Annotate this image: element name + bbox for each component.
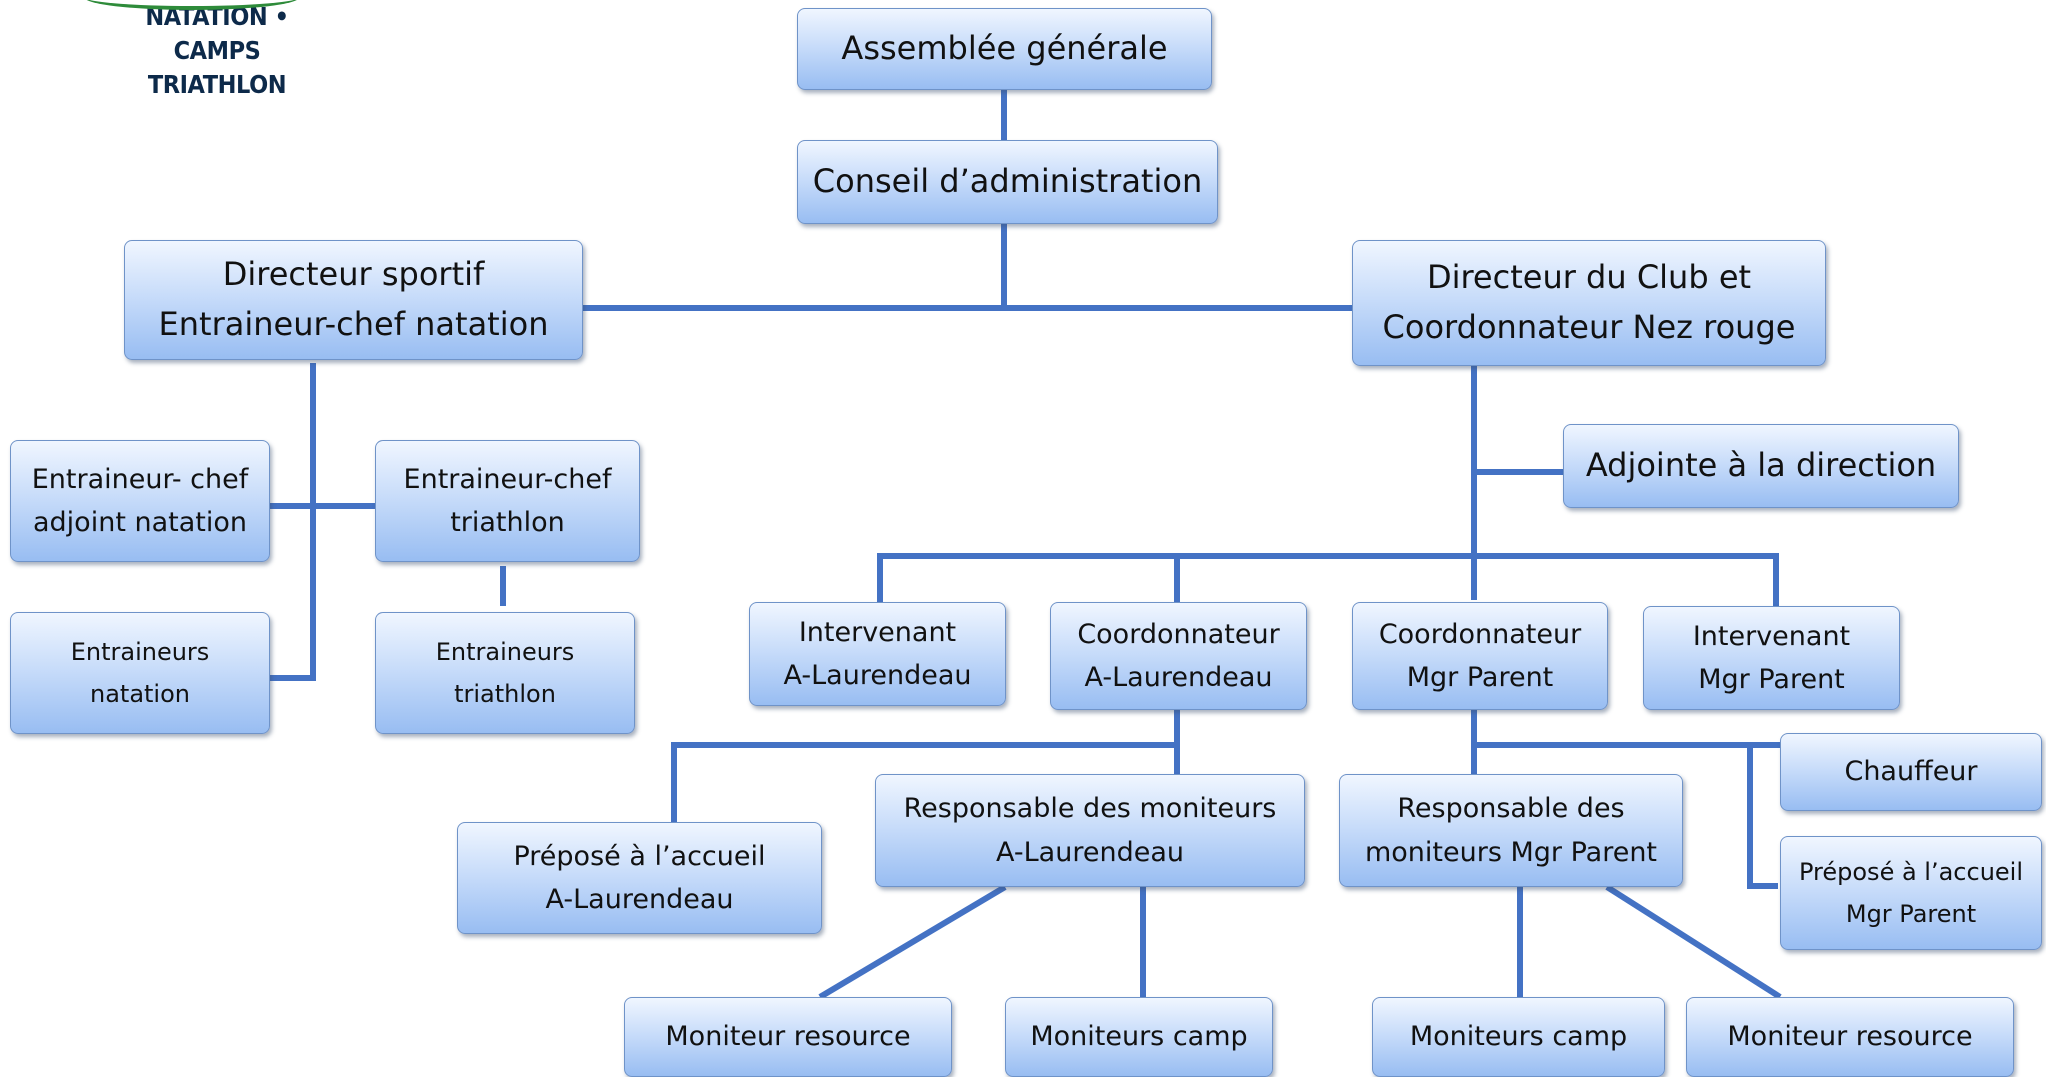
node-label-line-1: Entraineurs [70,638,210,666]
node-label-line-1: Responsable des [1397,793,1625,825]
node-label: Conseil d’administration [812,162,1203,201]
node-label-line-2: triathlon [450,507,565,538]
node-label-line-1: Entraineurs [435,638,575,666]
node-moniteur-resource-a-laurendeau: Moniteur resource [624,997,952,1077]
node-label-line-1: Préposé à l’accueil [513,840,766,872]
node-label: Chauffeur [1844,756,1978,788]
node-entraineurs-natation: Entraineurs natation [10,612,270,734]
node-responsable-moniteurs-mgr-parent: Responsable des moniteurs Mgr Parent [1339,774,1683,887]
node-label: Moniteurs camp [1409,1021,1628,1053]
node-entraineur-chef-triathlon: Entraineur-chef triathlon [375,440,640,562]
node-coordonnateur-a-laurendeau: Coordonnateur A-Laurendeau [1050,602,1307,710]
club-logo: NATATION • CAMPS TRIATHLON [83,0,334,99]
node-adjointe-direction: Adjointe à la direction [1563,424,1959,508]
connector-line [818,884,1007,1000]
node-label-line-2: triathlon [454,680,556,708]
node-intervenant-a-laurendeau: Intervenant A-Laurendeau [749,602,1006,706]
node-prepose-accueil-mgr-parent: Préposé à l’accueil Mgr Parent [1780,836,2042,950]
node-directeur-sportif: Directeur sportif Entraineur-chef natati… [124,240,583,360]
node-label-line-2: A-Laurendeau [545,884,734,915]
node-label: Adjointe à la direction [1585,446,1937,485]
node-label-line-1: Responsable des moniteurs [903,793,1277,825]
node-label-line-1: Coordonnateur [1077,618,1280,650]
node-label-line-2: Mgr Parent [1406,662,1554,693]
node-conseil-administration: Conseil d’administration [797,140,1218,224]
node-label-line-2: A-Laurendeau [996,836,1184,868]
node-label-line-2: Entraineur-chef natation [158,305,549,343]
node-label-line-1: Directeur du Club et [1426,258,1752,297]
node-label-line-2: moniteurs Mgr Parent [1364,836,1658,868]
connector-line [1747,745,1778,889]
node-moniteurs-camp-mgr-parent: Moniteurs camp [1372,997,1665,1077]
node-label: Moniteurs camp [1030,1021,1248,1053]
node-assemblee-generale: Assemblée générale [797,8,1212,90]
connector-line [1605,884,1782,1000]
logo-line-1: NATATION • CAMPS [145,2,289,65]
node-label-line-2: A-Laurendeau [1084,662,1273,693]
connector-line [671,708,1180,822]
node-label-line-1: Intervenant [1692,620,1851,652]
node-label-line-2: A-Laurendeau [783,660,972,691]
node-directeur-club: Directeur du Club et Coordonnateur Nez r… [1352,240,1826,366]
node-label-line-2: Coordonnateur Nez rouge [1382,308,1796,346]
node-label-line-2: Mgr Parent [1845,900,1977,928]
node-responsable-moniteurs-a-laurendeau: Responsable des moniteurs A-Laurendeau [875,774,1305,887]
logo-line-2: TRIATHLON [147,70,287,99]
node-label-line-1: Directeur sportif [222,255,485,294]
connector-line [1471,710,1780,748]
node-label-line-2: Mgr Parent [1698,664,1845,695]
node-prepose-accueil-a-laurendeau: Préposé à l’accueil A-Laurendeau [457,822,822,934]
node-label: Moniteur resource [665,1021,911,1053]
node-entraineur-chef-adjoint: Entraineur- chef adjoint natation [10,440,270,562]
node-chauffeur: Chauffeur [1780,733,2042,811]
connector-line [270,363,316,681]
logo-swoosh [83,0,300,10]
node-label-line-1: Entraineur- chef [31,463,249,495]
node-intervenant-mgr-parent: Intervenant Mgr Parent [1643,606,1900,710]
node-label: Assemblée générale [841,29,1168,68]
node-label-line-1: Intervenant [798,616,957,648]
node-moniteurs-camp-a-laurendeau: Moniteurs camp [1005,997,1273,1077]
node-label-line-2: adjoint natation [33,507,247,538]
connector-line [877,553,1779,606]
node-moniteur-resource-mgr-parent: Moniteur resource [1686,997,2014,1077]
node-label-line-1: Préposé à l’accueil [1798,858,2023,886]
node-coordonnateur-mgr-parent: Coordonnateur Mgr Parent [1352,602,1608,710]
node-label-line-1: Coordonnateur [1378,618,1582,650]
node-label-line-2: natation [89,680,190,708]
node-entraineurs-triathlon: Entraineurs triathlon [375,612,635,734]
node-label: Moniteur resource [1727,1021,1973,1053]
node-label-line-1: Entraineur-chef [403,463,612,495]
